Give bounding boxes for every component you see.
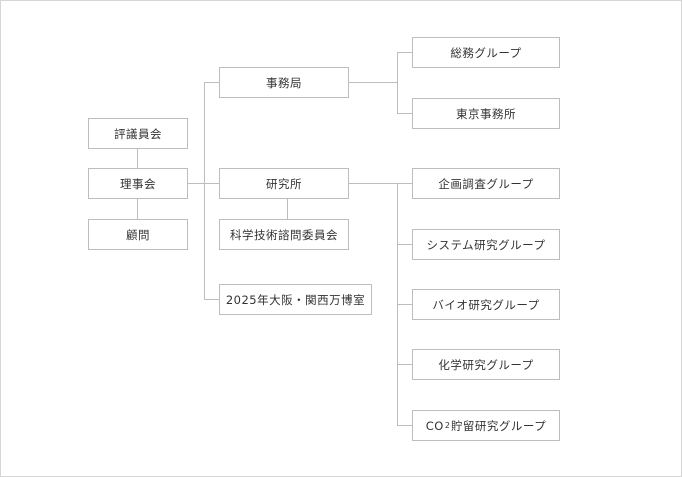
- connector-to-co2: [397, 425, 412, 426]
- connector-to-bio: [397, 304, 412, 305]
- node-tokyo: 東京事務所: [412, 98, 560, 129]
- connector-jimukyoku-branch: [349, 82, 397, 83]
- node-kagaku-iinkai: 科学技術諮問委員会: [219, 219, 349, 250]
- connector-to-system: [397, 244, 412, 245]
- connector-to-kagaku: [397, 364, 412, 365]
- node-kikaku: 企画調査グループ: [412, 168, 560, 199]
- node-komon: 顧問: [88, 219, 188, 250]
- node-kagaku: 化学研究グループ: [412, 349, 560, 380]
- node-system: システム研究グループ: [412, 229, 560, 260]
- node-somu: 総務グループ: [412, 37, 560, 68]
- connector-trunk-expo: [204, 299, 219, 300]
- connector-to-kikaku: [397, 183, 412, 184]
- co2-prefix: CO: [425, 418, 444, 433]
- connector-hyogi-riji: [137, 148, 138, 169]
- connector-jimukyoku-trunk: [397, 52, 398, 114]
- co2-subscript: 2: [444, 421, 450, 430]
- connector-riji-trunk: [188, 183, 204, 184]
- node-kenkyusho: 研究所: [219, 168, 349, 199]
- connector-riji-komon: [137, 199, 138, 219]
- connector-to-tokyo: [397, 113, 412, 114]
- node-rijikai: 理事会: [88, 168, 188, 199]
- node-expo: 2025年大阪・関西万博室: [219, 284, 372, 315]
- connector-kenkyusho-iinkai: [287, 198, 288, 220]
- node-hyogiinkai: 評議員会: [88, 118, 188, 149]
- node-jimukyoku: 事務局: [219, 67, 349, 98]
- co2-rest: 貯留研究グループ: [450, 418, 547, 433]
- node-bio: バイオ研究グループ: [412, 289, 560, 320]
- connector-kenkyusho-branch: [349, 183, 397, 184]
- connector-trunk-kenkyusho: [204, 183, 219, 184]
- connector-main-trunk: [204, 82, 205, 299]
- connector-to-somu: [397, 52, 412, 53]
- connector-trunk-jimukyoku: [204, 82, 219, 83]
